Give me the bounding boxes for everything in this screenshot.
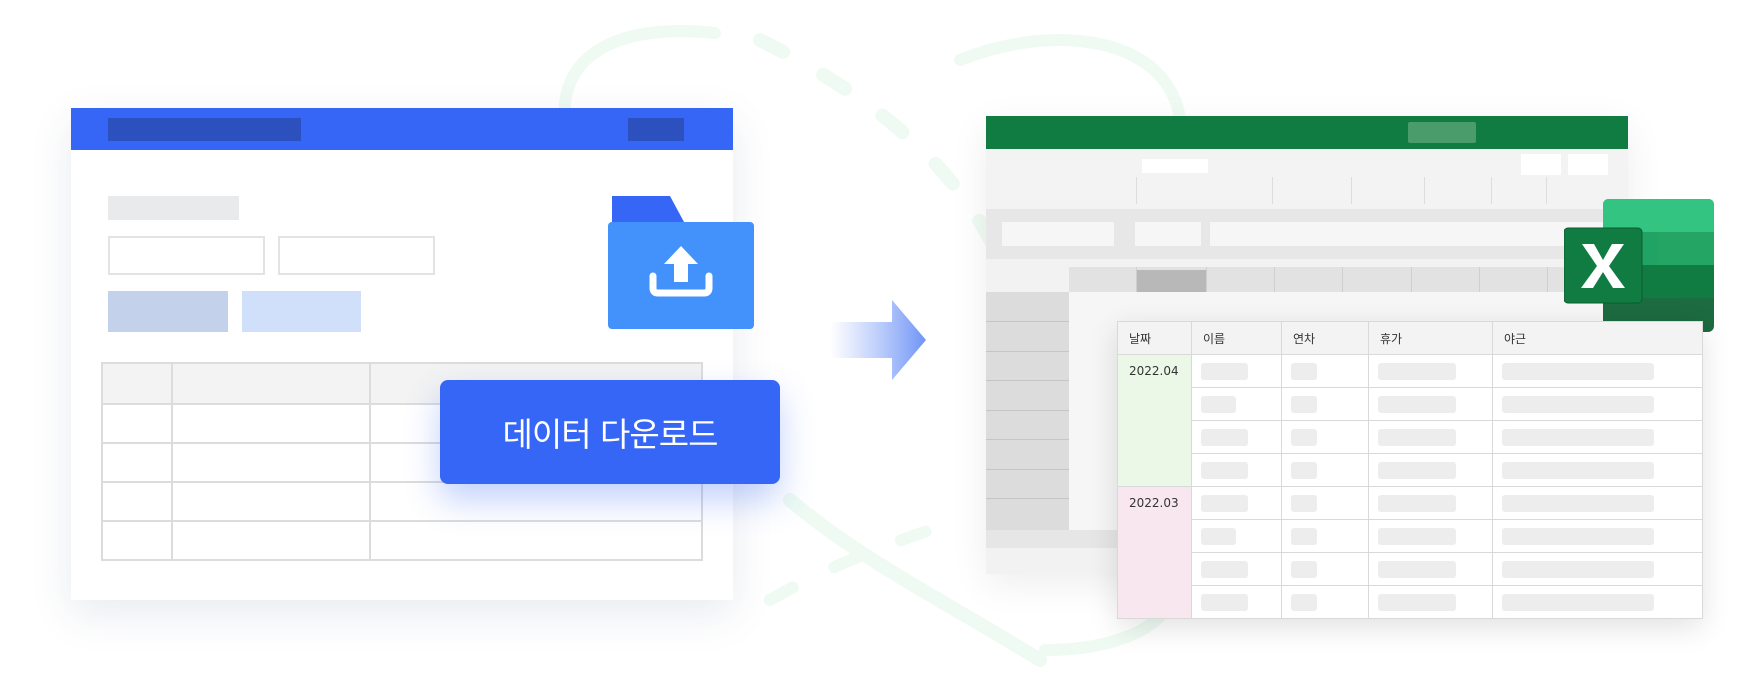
table-row: 2022.04 [1117,354,1703,487]
table-row [1118,585,1703,619]
excel-ribbon [986,149,1628,209]
excel-title-button [1408,122,1476,143]
table-row [1118,420,1703,454]
name-box [1002,222,1114,246]
excel-column-headers [1069,267,1628,292]
form-button-2 [242,291,361,332]
title-bar-button [628,118,684,141]
table-row [1118,552,1703,586]
function-box [1135,222,1201,246]
excel-title-bar [986,116,1628,149]
selected-column-header [1136,270,1206,292]
table-row: 2022.03 [1117,486,1703,619]
column-header: 휴가 [1368,321,1493,355]
web-title-bar [71,108,733,150]
table-header-row: 날짜 이름 연차 휴가 야근 [1117,321,1703,355]
form-label-placeholder [108,196,239,220]
column-header: 이름 [1191,321,1282,355]
data-spreadsheet: 날짜 이름 연차 휴가 야근 2022.04 [1117,321,1703,619]
date-cell: 2022.04 [1117,354,1192,487]
table-row [1118,519,1703,553]
download-data-button[interactable]: 데이터 다운로드 [440,380,780,484]
form-button-1 [108,291,228,332]
date-cell: 2022.03 [1117,486,1192,619]
table-row [1118,453,1703,487]
excel-formula-bar [986,209,1628,259]
microsoft-excel-icon [1564,199,1714,332]
column-header: 야근 [1492,321,1703,355]
ribbon-button-2 [1568,154,1608,175]
ribbon-tab-placeholder [1142,159,1208,173]
folder-upload-icon [608,196,754,329]
table-row [1118,387,1703,421]
ribbon-button-1 [1521,154,1561,175]
excel-row-headers [986,292,1069,530]
form-input-2 [278,236,435,275]
data-table: 날짜 이름 연차 휴가 야근 2022.04 [1117,321,1703,619]
formula-input [1210,222,1628,246]
form-input-1 [108,236,265,275]
column-header: 날짜 [1117,321,1192,355]
right-arrow-icon [830,300,926,380]
web-form-window [71,108,733,600]
column-header: 연차 [1281,321,1369,355]
title-placeholder [108,118,301,141]
